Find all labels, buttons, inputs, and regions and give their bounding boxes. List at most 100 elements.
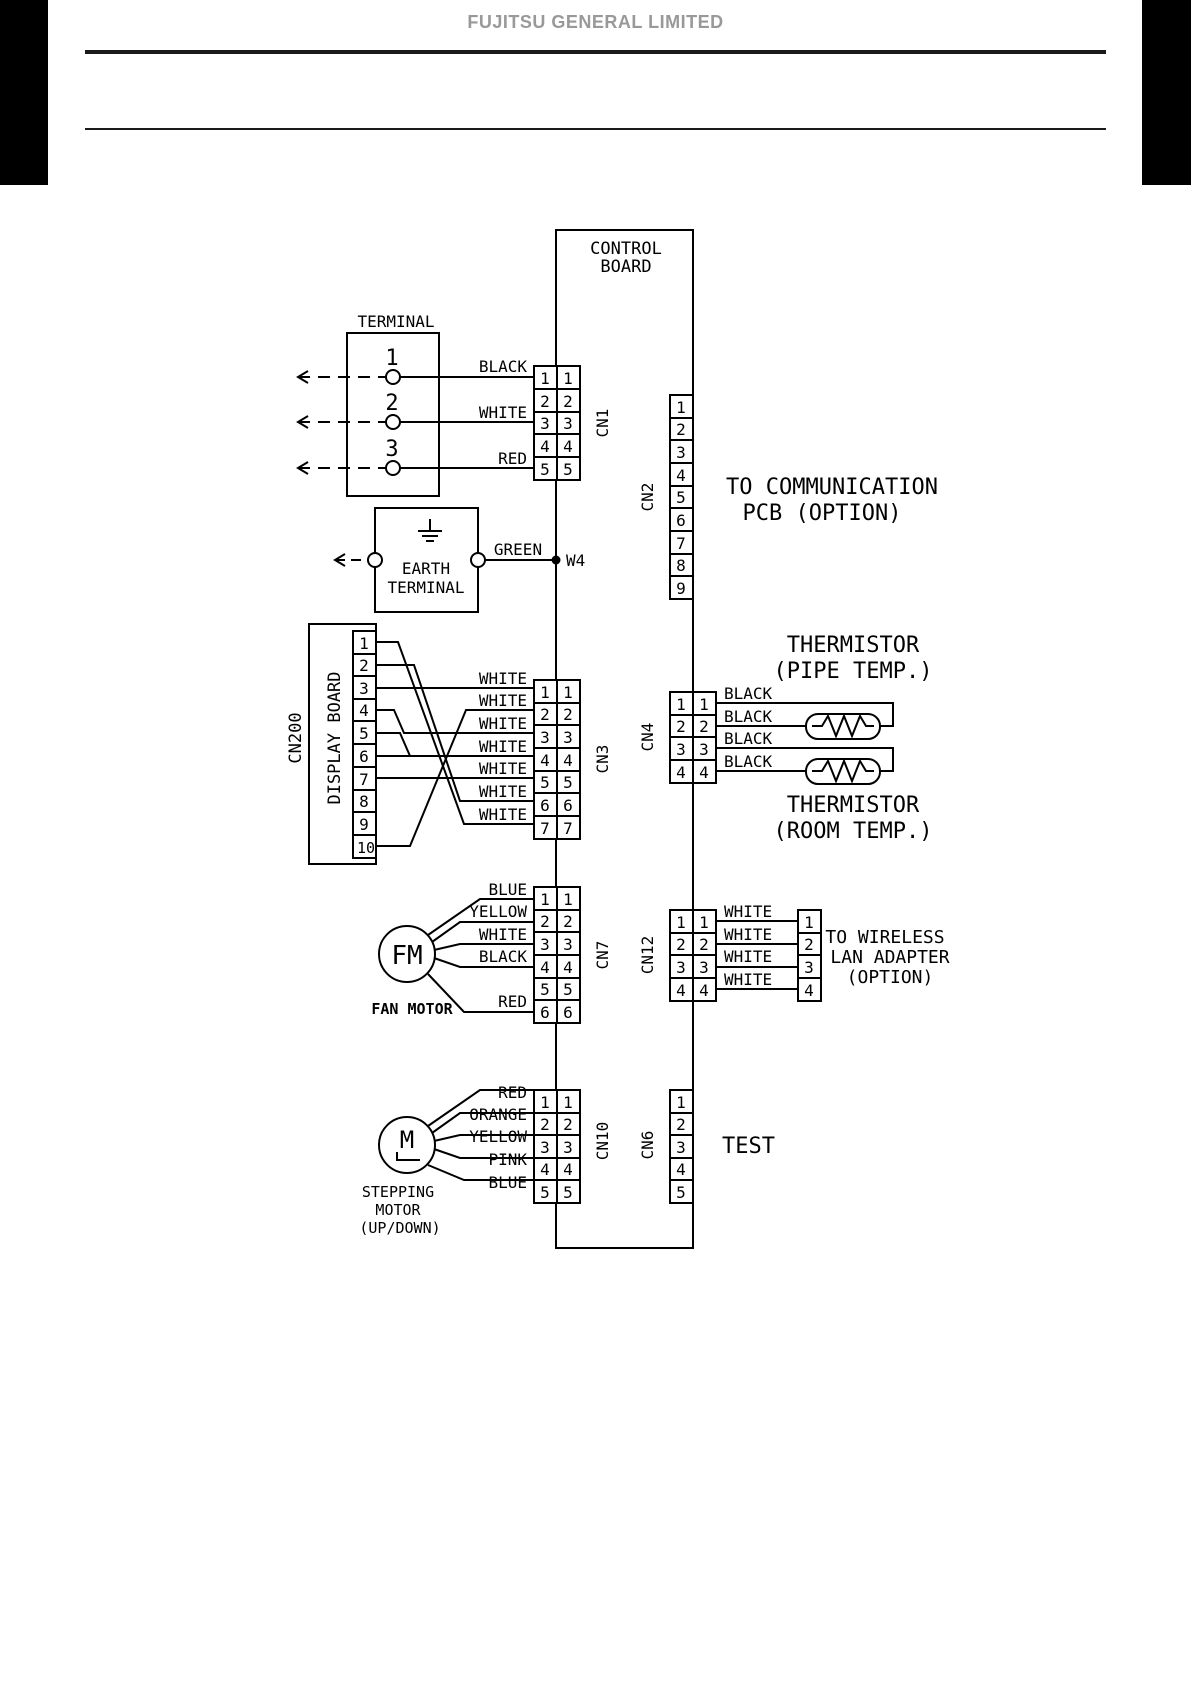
cn10-wire-2-label: ORANGE [469,1105,527,1124]
ground-icon [418,519,442,542]
w4-label: W4 [566,551,585,570]
cn2-pin-3: 3 [676,443,686,462]
cn10-pin-b4: 4 [563,1160,573,1179]
cn10-pin-a2: 2 [540,1115,550,1134]
cn6-desc: TEST [722,1134,775,1159]
cn2-desc-2: PCB (OPTION) [743,501,902,526]
cn3-pin-a2: 2 [540,705,550,724]
wlan-pin-4: 4 [804,981,814,1000]
cn7-pin-a1: 1 [540,890,550,909]
cn3-label: CN3 [593,745,612,774]
cn7-pin-b5: 5 [563,980,573,999]
cn7-wire-3-label: WHITE [479,925,527,944]
terminal-arrow-icon-3 [296,461,309,475]
cn6-label: CN6 [638,1131,657,1160]
cn2-pin-5: 5 [676,488,686,507]
control-board-label-1: CONTROL [590,239,662,259]
cn4-wire-2-label: BLACK [724,707,773,726]
cn2-pin-1: 1 [676,398,686,417]
cn200-pin-8: 8 [359,792,369,811]
cn6-pin-5: 5 [676,1183,686,1202]
cn7-pin-b1: 1 [563,890,573,909]
cn4-pin-b1: 1 [699,695,709,714]
cn4-pin-b4: 4 [699,763,709,782]
thermistor-room-label-2: (ROOM TEMP.) [774,819,933,844]
cn6-pin-3: 3 [676,1138,686,1157]
cn4-wire-1-label: BLACK [724,684,773,703]
cn200-pin-10: 10 [357,839,375,857]
cn1-pin-b5: 5 [563,460,573,479]
cn10-label: CN10 [593,1122,612,1161]
cn2-pin-6: 6 [676,511,686,530]
cn1-wire-2-label: WHITE [479,403,527,422]
cn3-wiring [376,641,534,847]
thermistor-room-icon [805,758,881,785]
control-board-label-2: BOARD [600,257,651,277]
cn200-pin-6: 6 [359,747,369,766]
cn4-pin-a4: 4 [676,763,686,782]
display-board: DISPLAY BOARD CN200 1 2 3 4 5 6 7 8 9 10 [286,623,377,865]
cn4-pin-b3: 3 [699,740,709,759]
cn200-pin-3: 3 [359,679,369,698]
cn200-pin-7: 7 [359,770,369,789]
right-edge-tab [1142,0,1191,185]
earth-terminal: EARTH TERMINAL GREEN W4 [333,507,585,613]
cn3-pin-b2: 2 [563,705,573,724]
cn1-connector: BLACK WHITE RED 1 1 2 2 3 3 4 4 5 5 CN1 [400,357,612,481]
cn10-pin-a4: 4 [540,1160,550,1179]
terminal-box [346,332,440,497]
page-header: FUJITSU GENERAL LIMITED [0,0,1191,60]
cn1-wire-1-label: BLACK [479,357,528,376]
cn10-pin-b3: 3 [563,1138,573,1157]
cn10-wire-4-label: PINK [488,1150,527,1169]
terminal-arrow-icon-1 [296,370,309,384]
stepping-motor-symbol: M [400,1126,414,1154]
cn200-pin-4: 4 [359,701,369,720]
cn7-pin-b6: 6 [563,1003,573,1022]
fan-motor-symbol: FM [391,941,422,971]
wlan-pin-1: 1 [804,913,814,932]
cn7-pin-a6: 6 [540,1003,550,1022]
terminal-block: TERMINAL 1 2 3 [296,312,440,497]
cn3-pin-b7: 7 [563,819,573,838]
cn6-pin-2: 2 [676,1115,686,1134]
cn10-wire-5-label: BLUE [488,1173,527,1192]
cn10-wire-3-label: YELLOW [469,1127,527,1146]
cn12-desc-1: TO WIRELESS [825,927,944,948]
cn1-pin-a1: 1 [540,369,550,388]
cn2-housing [669,394,694,600]
cn10-pin-a5: 5 [540,1183,550,1202]
fan-motor-icon [378,925,436,983]
cn12-wire-3-label: WHITE [724,947,772,966]
company-name: FUJITSU GENERAL LIMITED [467,12,724,32]
cn12-pin-b4: 4 [699,981,709,1000]
wlan-pin-3: 3 [804,958,814,977]
terminal-number-2: 2 [385,391,398,416]
cn3-pin-a1: 1 [540,683,550,702]
cn1-pin-a4: 4 [540,437,550,456]
earth-arrow-icon [333,553,346,567]
cn1-pin-b3: 3 [563,414,573,433]
cn12-pin-b2: 2 [699,935,709,954]
cn3-pin-a5: 5 [540,773,550,792]
cn10-wire-1-label: RED [498,1083,527,1102]
cn3-pin-a7: 7 [540,819,550,838]
cn3-pin-b3: 3 [563,728,573,747]
stepping-motor-label-1: STEPPING [362,1183,434,1201]
cn4-pin-a1: 1 [676,695,686,714]
cn4-wire-3-label: BLACK [724,729,773,748]
cn7-pin-a3: 3 [540,935,550,954]
wlan-pin-2: 2 [804,935,814,954]
cn3-pin-b5: 5 [563,773,573,792]
cn10-pin-a1: 1 [540,1093,550,1112]
cn7-wire-4-label: BLACK [479,947,528,966]
cn4-pin-a2: 2 [676,717,686,736]
cn6-pin-1: 1 [676,1093,686,1112]
cn7-pin-b4: 4 [563,958,573,977]
cn3-pin-a4: 4 [540,751,550,770]
cn200-label: CN200 [286,712,306,763]
cn2-label: CN2 [638,483,657,512]
cn12-wire-4-label: WHITE [724,970,772,989]
cn3-pin-b6: 6 [563,796,573,815]
